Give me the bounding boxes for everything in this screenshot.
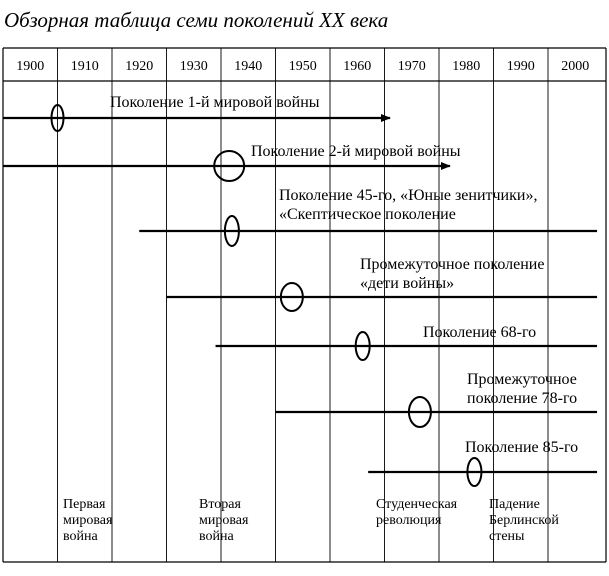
generation-label: Поколение 85-го: [465, 439, 578, 456]
generation-birth-marker: [213, 150, 246, 182]
generation-birth-marker: [466, 457, 483, 487]
year-label: 1960: [343, 59, 371, 74]
event-label: стены: [489, 529, 525, 544]
event-label: Студенческая: [376, 497, 458, 512]
generation-label: Поколение 2-й мировой войны: [251, 143, 461, 160]
event-label: Вторая: [199, 497, 241, 512]
event-label: Падение: [489, 497, 540, 512]
generation-birth-marker: [279, 282, 304, 312]
event-label: мировая: [63, 513, 113, 528]
year-label: 1930: [180, 59, 208, 74]
generation-label: Поколение 45-го, «Юные зенитчики»,: [279, 187, 537, 204]
event-label: война: [63, 529, 98, 544]
year-label: 1990: [507, 59, 535, 74]
event-label: революция: [376, 513, 442, 528]
generation-label: поколение 78-го: [467, 390, 577, 407]
year-label: 1940: [234, 59, 262, 74]
year-label: 1900: [16, 59, 44, 74]
generation-label: «дети войны»: [360, 275, 454, 292]
generation-label: Промежуточное поколение: [360, 256, 544, 273]
year-label: 1980: [452, 59, 480, 74]
generation-label: Поколение 1-й мировой войны: [110, 94, 320, 111]
event-label: Первая: [63, 497, 106, 512]
generation-birth-marker: [50, 104, 65, 132]
generation-birth-marker: [407, 396, 432, 428]
year-label: 1910: [71, 59, 99, 74]
diagram-title: Обзорная таблица семи поколений XX века: [4, 8, 389, 32]
generation-birth-marker: [223, 215, 240, 247]
event-label: мировая: [199, 513, 249, 528]
year-label: 1970: [398, 59, 426, 74]
year-label: 1950: [289, 59, 317, 74]
generation-label: Поколение 68-го: [423, 324, 536, 341]
generation-label: «Скептическое поколение: [279, 206, 456, 223]
year-label: 1920: [125, 59, 153, 74]
generation-label: Промежуточное: [467, 371, 577, 388]
year-label: 2000: [561, 59, 589, 74]
event-label: война: [199, 529, 234, 544]
generation-birth-marker: [354, 331, 371, 361]
event-label: Берлинской: [489, 513, 559, 528]
